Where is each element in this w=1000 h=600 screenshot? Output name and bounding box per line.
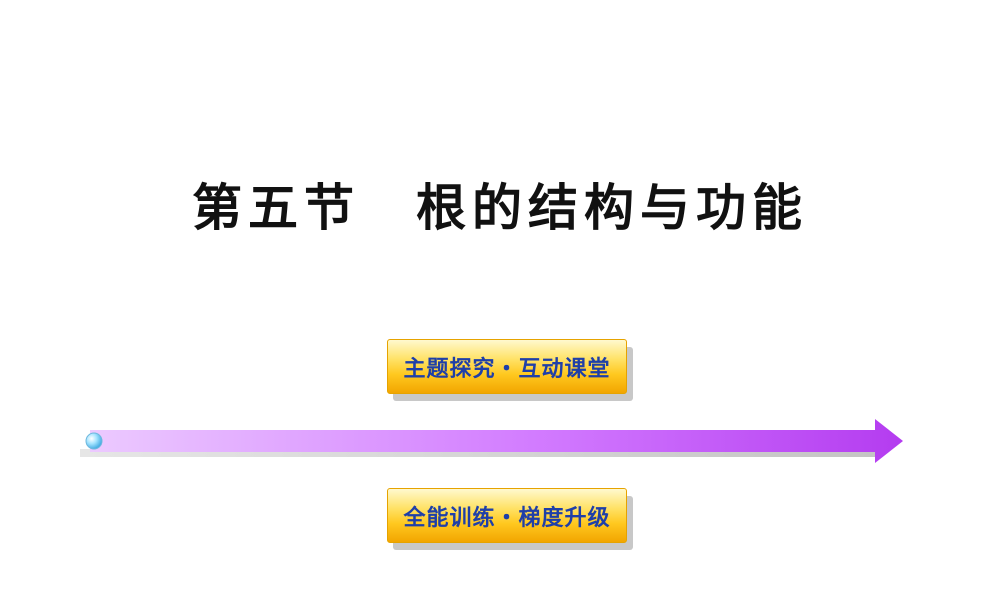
- timeline-orb: [85, 432, 103, 450]
- full-training-label: 全能训练・梯度升级: [403, 505, 611, 531]
- arrow-shadow: [80, 449, 880, 457]
- topic-explore-label: 主题探究・互动课堂: [403, 356, 611, 382]
- full-training-button[interactable]: 全能训练・梯度升级: [387, 488, 633, 550]
- button-face[interactable]: 主题探究・互动课堂: [387, 339, 627, 394]
- button-face[interactable]: 全能训练・梯度升级: [387, 488, 627, 543]
- timeline-arrow: [80, 419, 903, 463]
- slide-title: 第五节 根的结构与功能: [192, 179, 808, 237]
- topic-explore-button[interactable]: 主题探究・互动课堂: [387, 339, 633, 401]
- arrow-shaft: [90, 419, 903, 463]
